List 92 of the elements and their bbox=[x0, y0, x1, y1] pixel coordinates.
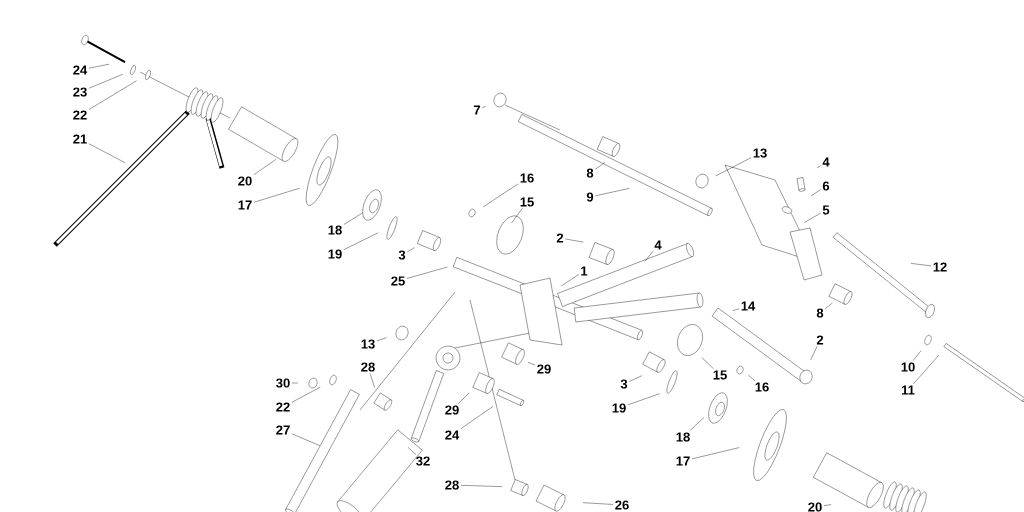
leader-line bbox=[483, 183, 519, 208]
leader-line bbox=[406, 266, 448, 279]
leader-line bbox=[88, 74, 124, 89]
callout-number: 20 bbox=[808, 502, 822, 512]
leader-line bbox=[407, 447, 417, 455]
callout-number: 22 bbox=[276, 402, 290, 412]
leader-line bbox=[561, 274, 579, 287]
callout-number: 15 bbox=[520, 197, 534, 207]
leader-line bbox=[595, 162, 606, 170]
leader-line bbox=[88, 143, 126, 164]
leader-line bbox=[913, 355, 939, 385]
leader-line bbox=[644, 251, 654, 262]
callout-number: 10 bbox=[901, 362, 915, 372]
leader-line bbox=[689, 417, 705, 431]
leader-line bbox=[482, 106, 487, 108]
leader-line bbox=[343, 232, 379, 250]
callout-number: 22 bbox=[73, 110, 87, 120]
callout-number: 4 bbox=[654, 240, 662, 250]
leader-line bbox=[823, 504, 832, 506]
callout-number: 4 bbox=[822, 157, 830, 167]
leader-line bbox=[910, 263, 932, 267]
callout-number: 15 bbox=[713, 370, 727, 380]
leader-line bbox=[88, 80, 137, 110]
leader-line bbox=[253, 188, 300, 203]
callout-number: 24 bbox=[445, 430, 460, 440]
callout-number: 20 bbox=[238, 176, 252, 186]
callout-number: 2 bbox=[556, 233, 564, 243]
leader-line bbox=[629, 375, 643, 382]
callout-number: 28 bbox=[445, 480, 459, 490]
leader-line bbox=[804, 212, 821, 223]
leader-line bbox=[407, 247, 415, 253]
callout-number: 6 bbox=[822, 181, 830, 191]
callout-number: 8 bbox=[586, 168, 594, 178]
leader-line bbox=[825, 302, 833, 309]
callout-number: 21 bbox=[73, 134, 87, 144]
callout-number: 19 bbox=[328, 249, 342, 259]
leader-line bbox=[369, 373, 375, 388]
callout-number: 5 bbox=[822, 205, 830, 215]
callout-number: 16 bbox=[520, 173, 534, 183]
leader-line bbox=[343, 212, 363, 225]
leader-line bbox=[701, 357, 714, 369]
leader-line bbox=[810, 346, 818, 361]
leader-line bbox=[253, 159, 277, 175]
leader-line bbox=[291, 382, 299, 384]
callout-number: 12 bbox=[933, 262, 947, 272]
callout-number: 27 bbox=[276, 425, 290, 435]
leader-line bbox=[460, 485, 503, 487]
callout-number: 29 bbox=[537, 364, 551, 374]
callout-number: 1 bbox=[581, 266, 588, 276]
leader-line bbox=[511, 208, 523, 224]
leader-line bbox=[627, 393, 660, 406]
callout-number: 3 bbox=[620, 379, 628, 389]
callout-number: 13 bbox=[753, 148, 767, 158]
callout-number: 24 bbox=[73, 65, 88, 75]
leader-line bbox=[595, 188, 630, 197]
leader-line bbox=[291, 433, 321, 446]
callout-number: 23 bbox=[73, 87, 87, 97]
callout-number: 18 bbox=[328, 225, 342, 235]
callout-number: 14 bbox=[741, 301, 756, 311]
leader-line bbox=[582, 502, 614, 505]
callout-number: 2 bbox=[816, 335, 824, 345]
callout-number: 7 bbox=[473, 105, 481, 115]
leader-line bbox=[376, 337, 387, 342]
callout-number: 30 bbox=[276, 378, 290, 388]
callout-number: 26 bbox=[615, 500, 629, 510]
callout-number: 18 bbox=[676, 432, 690, 442]
callout-number: 16 bbox=[755, 382, 769, 392]
leader-line bbox=[458, 392, 470, 404]
leader-line bbox=[691, 447, 740, 460]
callout-number: 29 bbox=[445, 405, 459, 415]
leader-line bbox=[565, 238, 584, 243]
callout-number: 17 bbox=[238, 200, 252, 210]
callout-number: 17 bbox=[676, 456, 690, 466]
callout-number: 3 bbox=[398, 250, 406, 260]
callout-number: 13 bbox=[361, 339, 375, 349]
leader-line bbox=[291, 386, 321, 403]
callout-number: 32 bbox=[416, 456, 430, 466]
leader-line bbox=[810, 189, 821, 197]
leader-line bbox=[732, 308, 740, 311]
callout-number: 25 bbox=[391, 276, 405, 286]
callout-number: 8 bbox=[816, 308, 824, 318]
callout-number: 9 bbox=[586, 192, 594, 202]
leader-line bbox=[88, 63, 110, 69]
leader-line bbox=[748, 375, 755, 381]
callout-number: 28 bbox=[361, 362, 375, 372]
callout-number: 19 bbox=[612, 403, 626, 413]
leader-line bbox=[460, 406, 494, 429]
leader-line bbox=[715, 157, 752, 177]
leader-line bbox=[816, 165, 821, 169]
leader-line bbox=[912, 350, 922, 361]
leader-line bbox=[527, 362, 536, 366]
callout-number: 11 bbox=[901, 385, 915, 395]
